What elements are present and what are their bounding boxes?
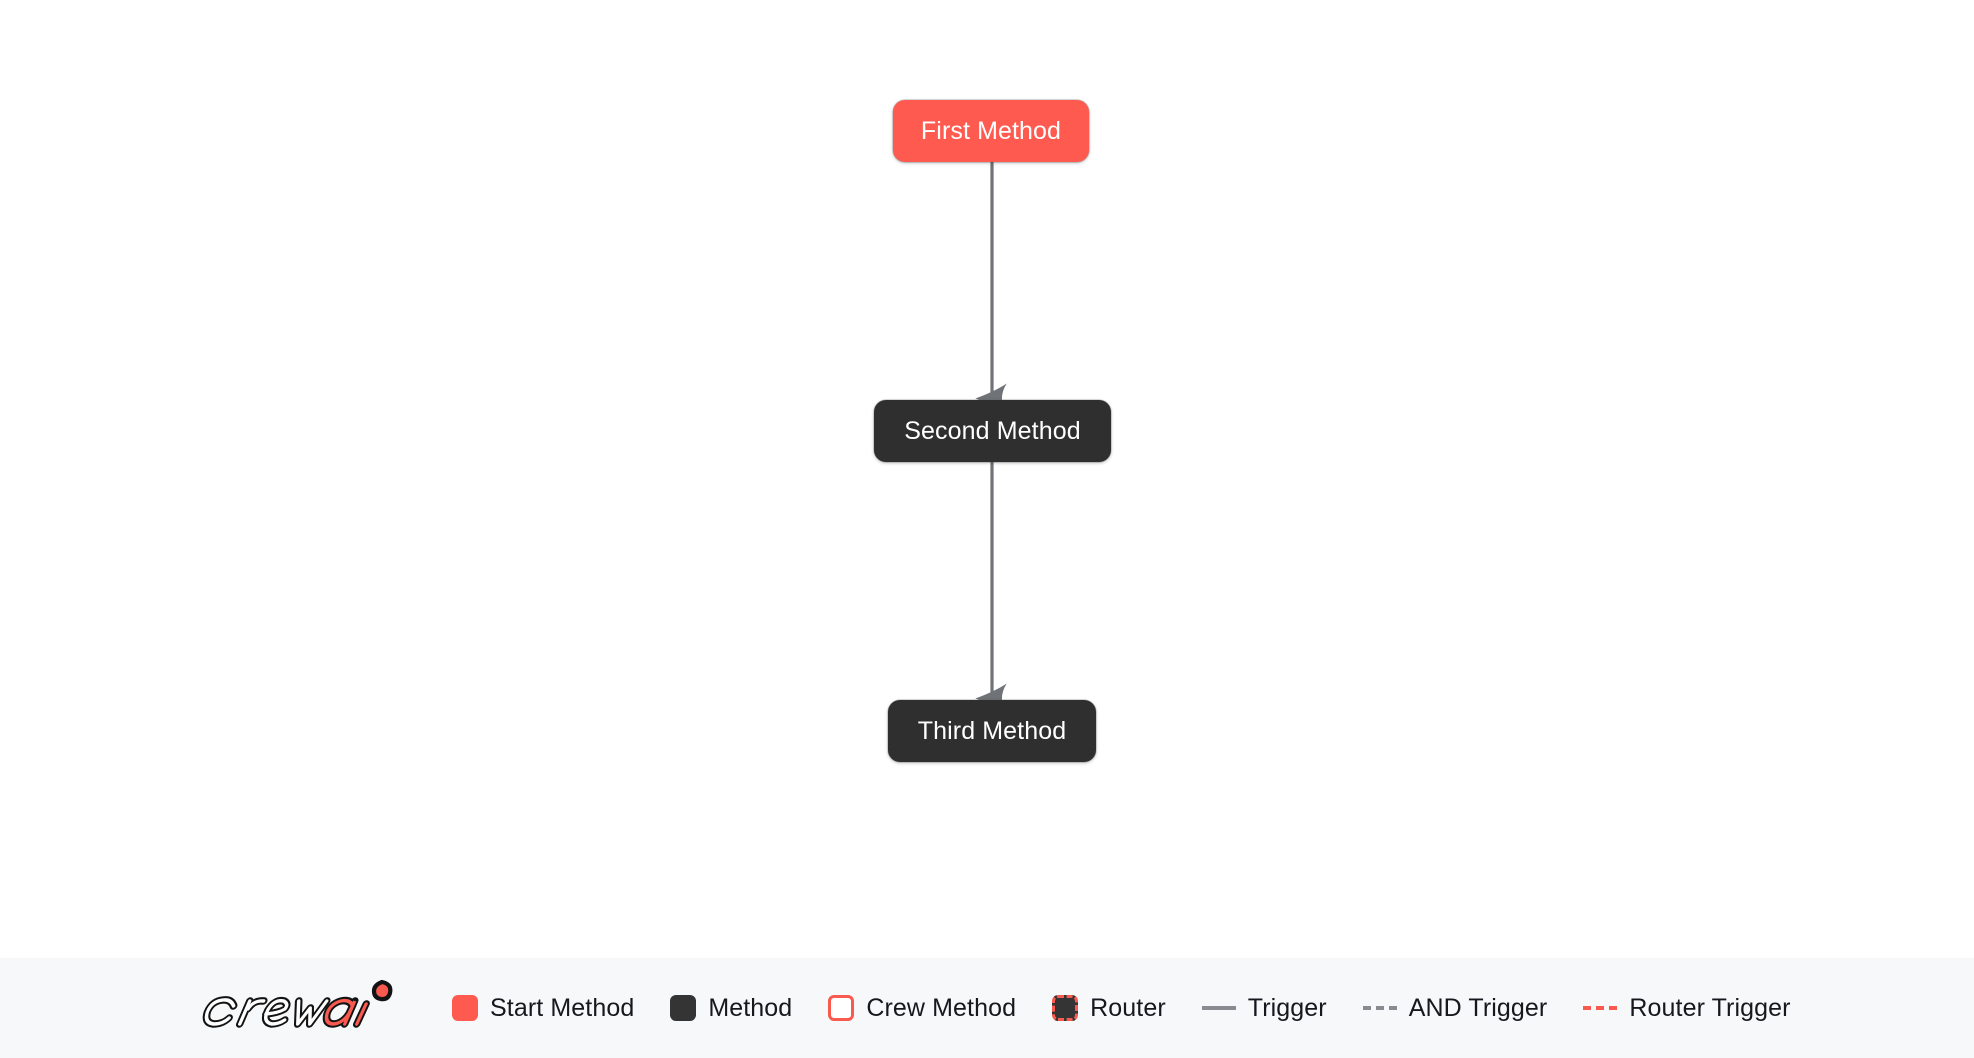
legend-method: Method xyxy=(670,994,792,1023)
trigger-line-icon xyxy=(1201,1006,1236,1010)
legend-bar: Start Method Method Crew Method Router T… xyxy=(0,958,1974,1058)
flow-node-label: Second Method xyxy=(904,416,1081,445)
flow-node-third-method[interactable]: Third Method xyxy=(888,700,1096,762)
legend-and-trigger: AND Trigger xyxy=(1362,993,1548,1023)
flow-canvas[interactable]: First Method Second Method Third Method xyxy=(0,0,1974,958)
legend-label: Router Trigger xyxy=(1629,993,1791,1022)
crew-method-swatch-icon xyxy=(828,995,855,1021)
router-swatch-icon xyxy=(1052,995,1079,1021)
flow-node-second-method[interactable]: Second Method xyxy=(874,400,1111,462)
legend-start-method: Start Method xyxy=(452,994,634,1023)
legend-label: Start Method xyxy=(490,993,635,1022)
flow-node-label: First Method xyxy=(920,116,1062,145)
legend-label: Router xyxy=(1090,993,1166,1022)
legend-router: Router xyxy=(1052,994,1166,1023)
router-trigger-line-icon xyxy=(1583,1006,1618,1010)
legend-crew-method: Crew Method xyxy=(828,994,1016,1023)
flow-node-first-method[interactable]: First Method xyxy=(893,100,1089,162)
legend-label: Method xyxy=(708,993,793,1022)
legend-label: Crew Method xyxy=(866,993,1017,1022)
and-trigger-line-icon xyxy=(1362,1006,1397,1010)
legend-trigger: Trigger xyxy=(1201,993,1327,1023)
legend-label: AND Trigger xyxy=(1408,993,1548,1022)
method-swatch-icon xyxy=(670,995,697,1021)
legend-router-trigger: Router Trigger xyxy=(1583,994,1790,1023)
flow-node-label: Third Method xyxy=(917,716,1067,745)
legend-items: Start Method Method Crew Method Router T… xyxy=(452,994,1791,1023)
crewai-logo xyxy=(202,979,393,1028)
legend-label: Trigger xyxy=(1247,993,1327,1022)
start-method-swatch-icon xyxy=(452,995,478,1021)
